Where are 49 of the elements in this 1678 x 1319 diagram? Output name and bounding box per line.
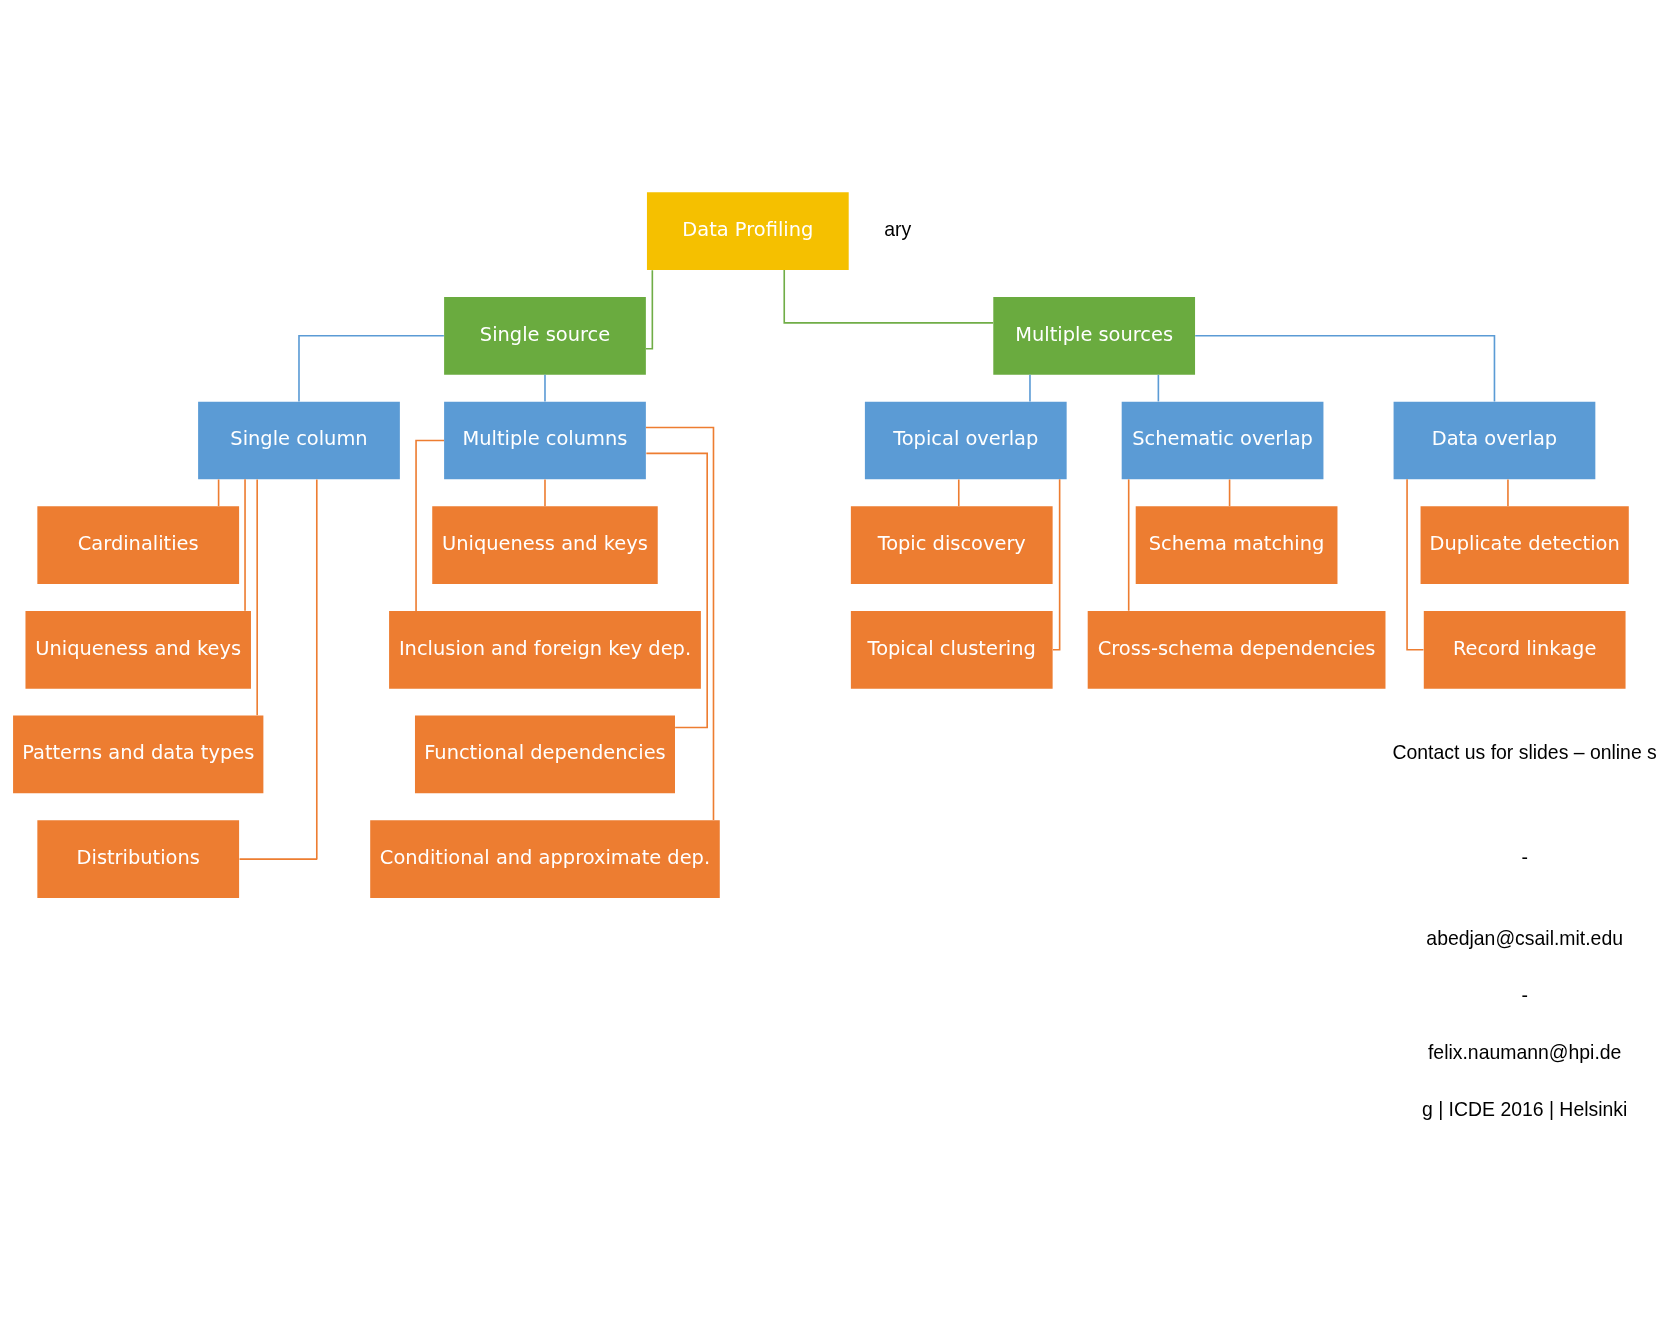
label: abedjan@csail.mit.edu <box>1426 926 1623 949</box>
connector <box>783 269 994 324</box>
connector <box>645 452 708 729</box>
node-box: Topical overlap <box>864 401 1067 480</box>
node-box: Patterns and data types <box>13 715 264 794</box>
node-box: Functional dependencies <box>414 715 675 794</box>
node-box: Multiple columns <box>444 401 646 480</box>
connector <box>1194 335 1496 403</box>
connector <box>645 426 715 821</box>
node-box: Single source <box>444 296 646 375</box>
node-box: Uniqueness and keys <box>25 610 251 689</box>
node-box: Uniqueness and keys <box>432 506 658 584</box>
node-box: Cardinalities <box>37 506 240 584</box>
label: Contact us for slides – online s <box>1392 741 1657 764</box>
node-box: Data Profiling <box>646 192 849 270</box>
connector <box>1406 478 1425 651</box>
connector <box>544 374 546 403</box>
node-box: Multiple sources <box>993 296 1196 375</box>
node-box: Record linkage <box>1423 610 1626 689</box>
connector <box>1127 478 1130 612</box>
connector <box>1228 478 1231 507</box>
connector <box>244 478 246 612</box>
node-box: Inclusion and foreign key dep. <box>389 610 701 689</box>
label: - <box>1521 845 1528 868</box>
node-box: Schematic overlap <box>1121 401 1324 480</box>
node-box: Cross-schema dependencies <box>1087 610 1386 689</box>
connector <box>1507 478 1509 507</box>
connector <box>957 478 960 507</box>
node-box: Topical clustering <box>850 610 1053 689</box>
connector <box>1029 374 1031 403</box>
connector <box>256 478 258 717</box>
connector <box>238 478 318 860</box>
node-box: Duplicate detection <box>1420 506 1629 584</box>
connector <box>415 439 445 612</box>
connector <box>544 478 546 507</box>
node-box: Topic discovery <box>850 506 1053 584</box>
node-box: Conditional and approximate dep. <box>370 820 720 898</box>
label: - <box>1521 983 1528 1006</box>
connector <box>1157 374 1160 403</box>
node-box: Distributions <box>37 820 240 898</box>
label: felix.naumann@hpi.de <box>1427 1041 1622 1064</box>
node-box: Data overlap <box>1393 401 1596 480</box>
node-box: Schema matching <box>1135 506 1338 584</box>
node-box: Single column <box>198 401 400 480</box>
connector <box>217 478 220 507</box>
connector <box>298 335 445 403</box>
connector <box>645 269 654 350</box>
label: g | ICDE 2016 | Helsinki <box>1422 1098 1628 1121</box>
label: ary <box>884 217 912 240</box>
